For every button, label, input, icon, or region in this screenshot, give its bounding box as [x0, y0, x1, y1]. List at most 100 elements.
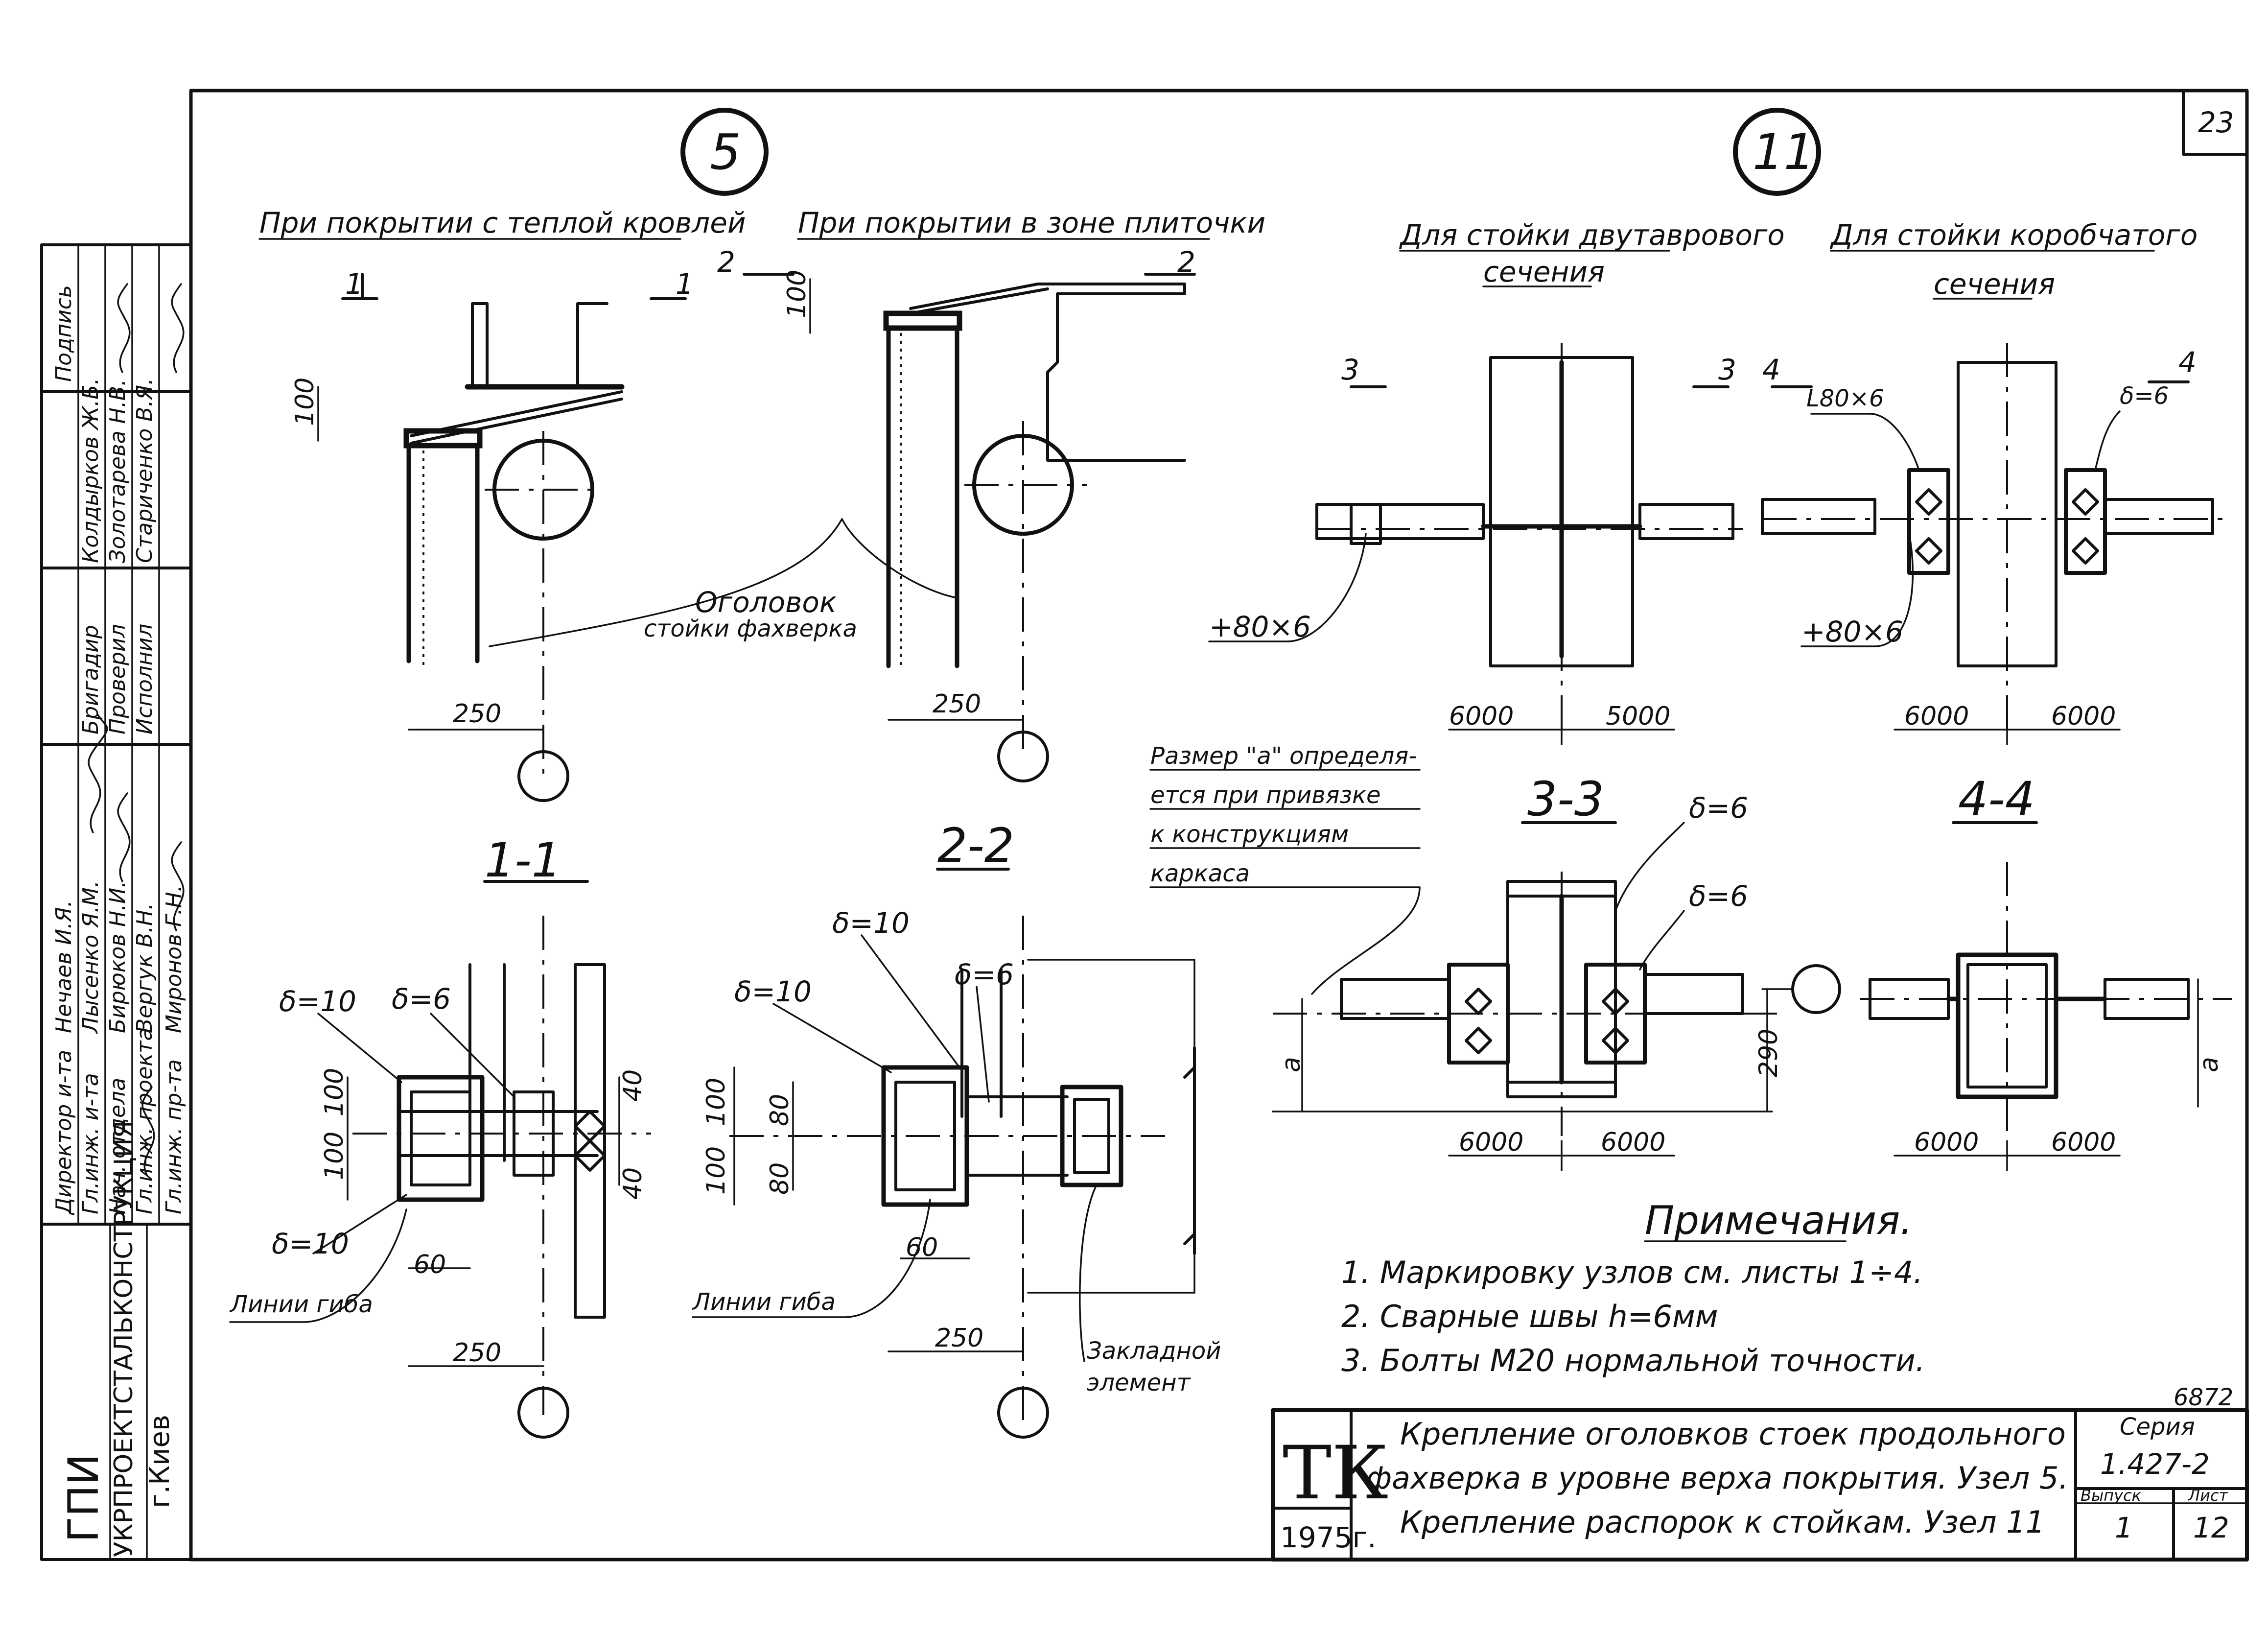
s22-embed-1: Закладной [1087, 1337, 1221, 1365]
sheet-value: 12 [2193, 1511, 2229, 1544]
title-line-1: Крепление оголовков стоек продольного [1400, 1416, 2066, 1452]
cut-2-left-label: 2 [717, 245, 735, 279]
s22-delta-10b: δ=10 [734, 975, 812, 1008]
s44-a-label: а [2195, 1057, 2224, 1072]
note-a: Размер "а" определя- ется при привязке к… [1149, 742, 1421, 995]
s33-delta-b: δ=6 [1689, 879, 1748, 913]
s11-bend-label: Линии гиба [229, 1291, 373, 1318]
stamp-name-8: Стариченко В.Я. [132, 378, 157, 563]
signature [117, 792, 131, 882]
node5-label-left: При покрытии с теплой кровлей [259, 206, 746, 239]
s11-delta-6: δ=6 [392, 982, 451, 1016]
s11-dim-40b: 40 [618, 1167, 648, 1200]
org-full-name: УКРПРОЕКТСТАЛЬКОНСТРУКЦИЯ [109, 1120, 139, 1557]
stamp-role-3: Нач. отдела [105, 1078, 130, 1214]
s22-dim-250: 250 [935, 1324, 983, 1353]
s22-delta-10a: δ=10 [832, 906, 910, 940]
stamp-role-5: Гл.инж. пр-та [162, 1059, 187, 1214]
note-2: 2. Сварные швы h=6мм [1341, 1299, 1718, 1334]
s11-delta-10b: δ=10 [272, 1227, 349, 1260]
node5-dim-100-left: 100 [290, 378, 320, 426]
cut-1-right-label: 1 [676, 267, 694, 301]
s33-dim-a: 6000 [1459, 1128, 1523, 1157]
section-4-4: 4-4 а 6000 6000 [1860, 772, 2232, 1171]
s22-delta-6: δ=6 [955, 958, 1014, 991]
stamp-role-8: Исполнил [132, 624, 157, 734]
node-5-number: 5 [710, 123, 741, 181]
section-3-3-title: 3-3 [1527, 772, 1604, 827]
page-number: 23 [2198, 106, 2234, 139]
node11-delta-6: δ=6 [2120, 382, 2169, 410]
note-a-1: Размер "а" определя- [1150, 742, 1417, 770]
signature [171, 283, 185, 373]
node5-dim-250-right: 250 [933, 689, 981, 719]
node11-dim-left-a: 6000 [1449, 702, 1514, 731]
title-line-2: фахверка в уровне верха покрытия. Узел 5… [1366, 1460, 2068, 1496]
s22-dim-100a: 100 [701, 1078, 731, 1126]
section-1-1: 1-1 40 40 100 100 δ=10 δ=6 δ=10 60 Линии… [229, 833, 651, 1439]
stamp-role-7: Проверил [105, 624, 130, 734]
cut-4-left-label: 4 [1762, 353, 1780, 386]
s22-embed-2: элемент [1087, 1369, 1192, 1396]
page-number-box [2182, 89, 2248, 156]
note-a-4: каркаса [1150, 860, 1250, 887]
s33-dim-290: 290 [1754, 1029, 1783, 1077]
left-stamp: ГПИ УКРПРОЕКТСТАЛЬКОНСТРУКЦИЯ г.Киев Дир… [40, 243, 192, 1561]
section-3-3: 3-3 δ=6 δ=6 290 а 6000 6000 [1272, 772, 1841, 1171]
node-5-marker: 5 [680, 108, 769, 196]
stamp-name-3: Бирюков Н.И. [105, 881, 130, 1033]
section-2-2-title: 2-2 [937, 818, 1014, 873]
stamp-name-6: Колдырков Ж.Б. [78, 378, 103, 563]
node11-plate-a: +80×6 [1209, 610, 1311, 643]
year: 1975г. [1280, 1521, 1377, 1554]
s22-dim-100b: 100 [701, 1146, 731, 1195]
notes-heading: Примечания. [1645, 1198, 1913, 1243]
signature [117, 283, 131, 373]
s22-dim-80a: 80 [765, 1094, 795, 1126]
stamp-name-1: Нечаев И.Я. [51, 900, 76, 1033]
node11-plan-box: 4 4 L80×6 δ=6 +80×6 6000 6000 [1761, 343, 2222, 745]
s44-dim-b: 6000 [2051, 1128, 2116, 1157]
node5-elevation-left: 1 1 100 250 [290, 267, 694, 802]
node5-dim-250-left: 250 [453, 699, 501, 729]
issue-value: 1 [2115, 1511, 2133, 1544]
stamp-header: Подпись [51, 285, 76, 382]
node11-dim-left-b: 5000 [1606, 702, 1670, 731]
callout-cap-2: стойки фахверка [644, 615, 857, 642]
s22-bend-label: Линии гиба [692, 1288, 836, 1316]
stamp-role-1: Директор и-та [51, 1050, 76, 1215]
stamp-name-5: Миронов Г.Н. [162, 885, 187, 1033]
node11-plan-ibeam: 3 3 +80×6 6000 5000 [1208, 343, 1743, 745]
cut-3-left-label: 3 [1341, 353, 1359, 386]
node11-label-right-1: Для стойки коробчатого [1829, 218, 2198, 252]
org-name: ГПИ [59, 1454, 108, 1542]
note-1: 1. Маркировку узлов см. листы 1÷4. [1341, 1254, 1923, 1290]
cut-1-left-label: 1 [345, 267, 363, 301]
cut-4-right-label: 4 [2178, 346, 2197, 379]
s11-dim-100b: 100 [320, 1132, 349, 1180]
series-label: Серия [2120, 1413, 2195, 1441]
series-value: 1.427-2 [2100, 1447, 2210, 1481]
node11-dim-right-a: 6000 [1904, 702, 1969, 731]
section-2-2: 2-2 100 100 80 80 δ=10 δ=10 δ=6 60 Линии… [692, 818, 1221, 1439]
section-4-4-title: 4-4 [1958, 772, 2035, 827]
org-city: г.Киев [144, 1415, 176, 1508]
node-11-marker: 11 [1733, 108, 1821, 196]
doc-number: 6872 [2174, 1384, 2233, 1411]
node11-label-right-2: сечения [1934, 267, 2055, 301]
node-11-number: 11 [1753, 123, 1815, 181]
issue-label: Выпуск [2081, 1486, 2142, 1505]
s11-delta-10a: δ=10 [279, 985, 356, 1018]
title-block: 6872 ТК 1975г. Крепление оголовков стоек… [1271, 1384, 2249, 1562]
s33-delta-a: δ=6 [1689, 791, 1748, 825]
s33-dim-b: 6000 [1601, 1128, 1665, 1157]
node5-dim-100-right: 100 [782, 270, 812, 318]
sheet-label: Лист [2188, 1486, 2228, 1505]
s11-dim-60: 60 [414, 1250, 446, 1279]
note-a-3: к конструкциям [1150, 821, 1349, 848]
stamp-role-4: Гл.инж. проекта [132, 1028, 157, 1214]
signature [88, 714, 108, 833]
node11-label-left-1: Для стойки двутаврового [1399, 218, 1785, 252]
note-3: 3. Болты М20 нормальной точности. [1341, 1343, 1925, 1378]
